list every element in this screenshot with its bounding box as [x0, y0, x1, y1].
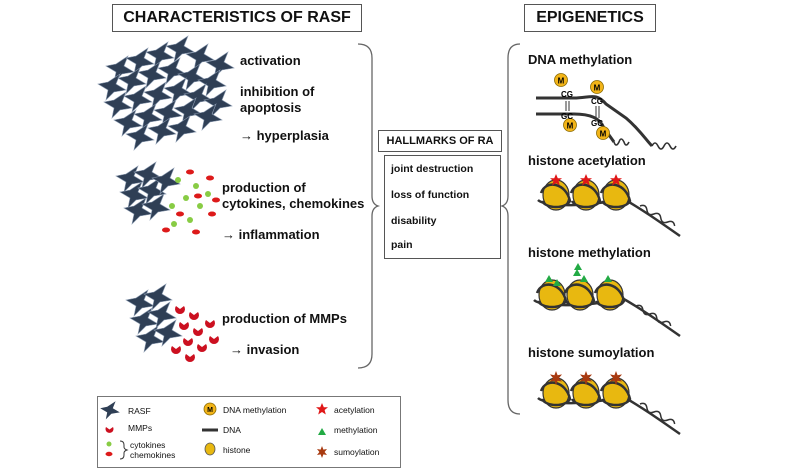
legend-rasf-label: RASF	[128, 406, 151, 416]
legend-dna-label: DNA	[223, 425, 241, 435]
legend-symbols: M	[100, 401, 328, 460]
svg-text:GC: GC	[591, 119, 603, 128]
legend-mmps-label: MMPs	[128, 423, 153, 433]
cytokines-label: cytokines, chemokines	[222, 196, 365, 211]
legend-methylation-triangle	[318, 428, 326, 435]
dna-methylation-label: DNA methylation	[528, 52, 633, 67]
rasf-cluster-inflammation	[115, 161, 220, 235]
legend-methylation-circle	[203, 402, 217, 416]
legend-sumoylation-label: sumoylation	[334, 447, 380, 457]
production-label: production of	[222, 180, 306, 195]
svg-text:M: M	[207, 407, 213, 414]
rasf-cluster-invasion	[125, 283, 219, 362]
svg-text:M: M	[558, 77, 565, 86]
svg-text:M: M	[567, 122, 574, 131]
hallmark-item: joint destruction	[391, 163, 474, 175]
right-bracket	[499, 43, 521, 415]
histone-acetylation-label: histone acetylation	[528, 153, 646, 168]
hallmarks-list: joint destruction loss of function disab…	[384, 155, 501, 259]
histone-methylation-label: histone methylation	[528, 245, 651, 260]
activation-label: activation	[240, 53, 301, 68]
dna-methylation-diagram: M M M M CG CG GC GC	[536, 73, 677, 150]
inhibition-label: inhibition of	[240, 84, 315, 99]
hyperplasia-label: → hyperplasia	[240, 128, 329, 143]
svg-text:CG: CG	[561, 90, 573, 99]
epigenetics-title: EPIGENETICS	[524, 4, 656, 32]
histone-acetylation-diagram	[537, 174, 681, 238]
legend-chemokine-icon	[105, 451, 113, 457]
apoptosis-label: apoptosis	[240, 100, 302, 115]
legend-cytokines-label: cytokines	[130, 440, 166, 450]
cytokine-dots	[169, 177, 211, 227]
histone-sumoylation-label: histone sumoylation	[528, 345, 655, 360]
legend-acetylation-label: acetylation	[334, 405, 375, 415]
mmp-marks	[171, 306, 219, 362]
legend-brace	[119, 440, 129, 460]
left-bracket	[357, 43, 381, 369]
hallmarks-title: HALLMARKS OF RA	[378, 130, 502, 152]
hallmark-item: pain	[391, 239, 413, 251]
svg-text:M: M	[600, 130, 607, 139]
svg-text:GC: GC	[561, 112, 573, 121]
histone-methylation-diagram	[533, 263, 681, 338]
svg-text:M: M	[594, 84, 601, 93]
production-mmps-label: production of MMPs	[222, 311, 347, 326]
svg-text:CG: CG	[591, 97, 603, 106]
legend-sumoylation-star	[317, 446, 327, 458]
histone-sumoylation-diagram	[537, 371, 681, 436]
legend-histone-label: histone	[223, 445, 251, 455]
legend: M RASF MMPs cytokines chemokines DNA met…	[97, 396, 401, 468]
inflammation-label: → inflammation	[222, 227, 320, 242]
characteristics-title: CHARACTERISTICS OF RASF	[112, 4, 362, 32]
legend-methylation-label: methylation	[334, 425, 378, 435]
legend-acetylation-star	[316, 403, 328, 415]
legend-mmp-icon	[105, 427, 114, 433]
legend-histone-icon	[204, 442, 216, 456]
invasion-label: → invasion	[230, 342, 300, 357]
legend-rasf-icon	[100, 401, 120, 420]
legend-chemokines-label: chemokines	[130, 450, 176, 460]
legend-dna-methylation-label: DNA methylation	[223, 405, 287, 415]
hallmark-item: loss of function	[391, 189, 470, 201]
hallmark-item: disability	[391, 215, 437, 227]
chemokine-ovals	[162, 169, 220, 235]
legend-cytokine-icon	[106, 441, 112, 447]
rasf-cluster-hyperplasia	[97, 35, 235, 151]
